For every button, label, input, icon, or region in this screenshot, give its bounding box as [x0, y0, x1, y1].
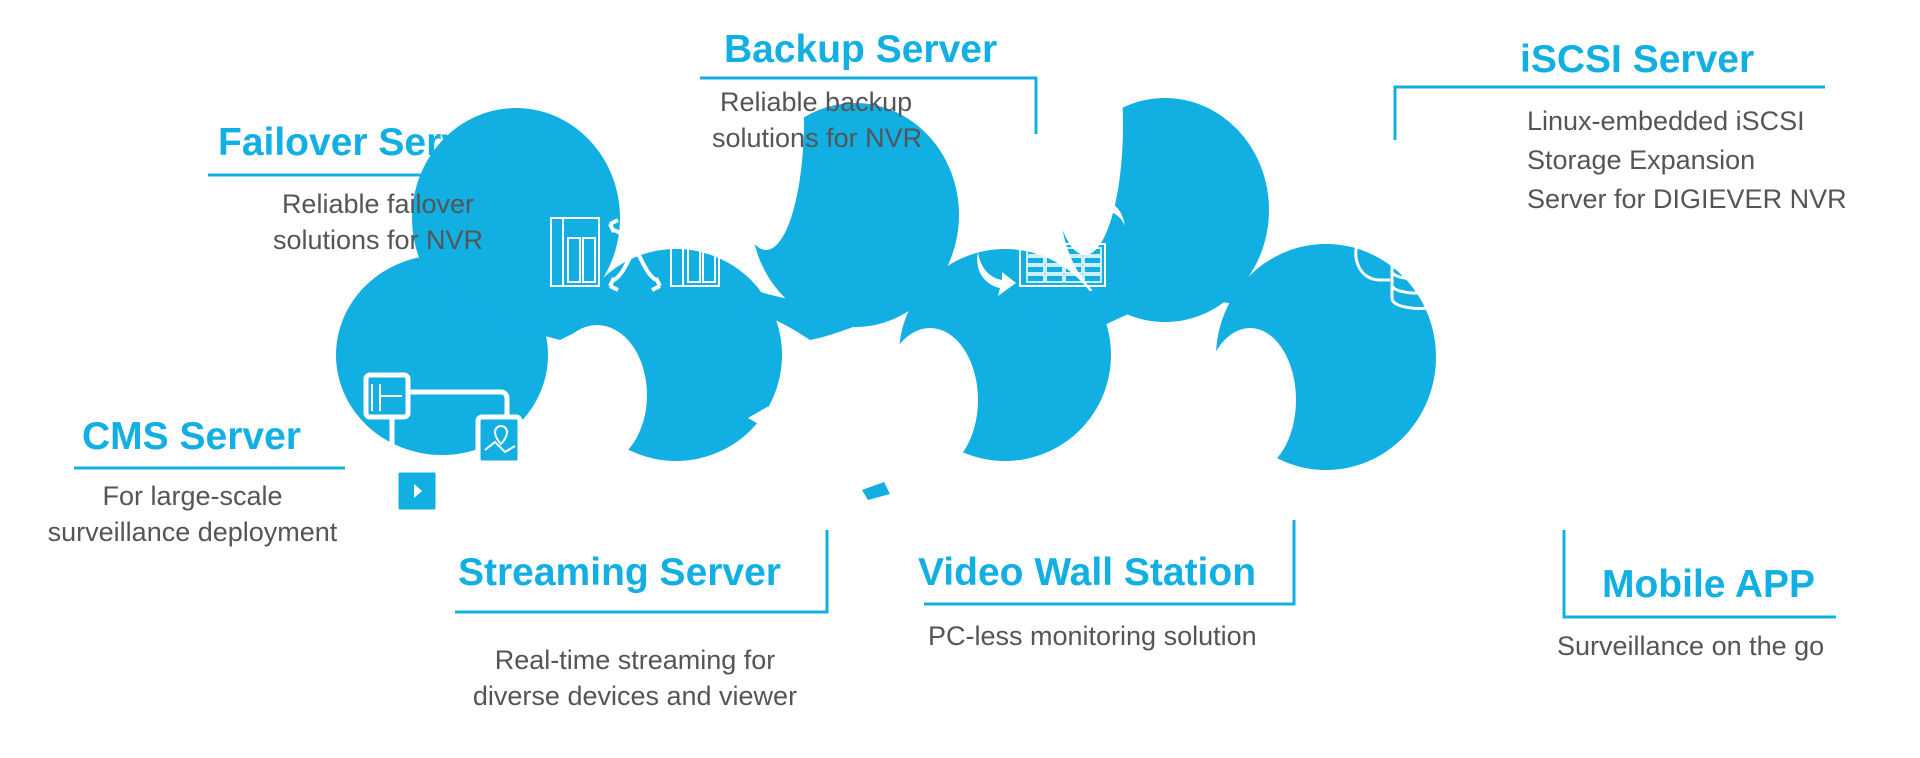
- description-line: For large-scale: [102, 481, 283, 511]
- backup-server-title: Backup Server: [724, 28, 998, 71]
- blob-gaps: [547, 0, 1296, 472]
- iscsi-server-description: Linux-embedded iSCSI Storage Expansion S…: [1527, 102, 1847, 219]
- video-wall-station-description: PC-less monitoring solution: [928, 618, 1257, 654]
- smartphone-icon: [1589, 381, 1661, 500]
- router-status-dots: [786, 459, 834, 466]
- description-line: diverse devices and viewer: [472, 681, 798, 711]
- description-line: PC-less monitoring solution: [928, 621, 1257, 651]
- connector-lines: [74, 76, 1836, 619]
- connector-streaming: [455, 530, 829, 614]
- cloud-database-icon: [1354, 184, 1483, 310]
- backup-server-description: Reliable backup solutions for NVR: [712, 84, 922, 156]
- description-line: Storage Expansion: [1527, 145, 1756, 175]
- mobile-app-description: Surveillance on the go: [1557, 628, 1824, 664]
- description-line: Reliable failover: [281, 189, 475, 219]
- description-line: Reliable backup: [720, 87, 913, 117]
- connector-backup: [700, 76, 1038, 134]
- blob-backup: [751, 103, 959, 327]
- desktop-tower-icon: [1186, 378, 1265, 505]
- failover-server-title: Failover Server: [218, 121, 500, 164]
- description-line: Surveillance on the go: [1557, 631, 1825, 661]
- failover-servers-icon: [550, 217, 720, 292]
- video-wall-station-title: Video Wall Station: [918, 551, 1257, 594]
- connector-videowall: [924, 520, 1296, 606]
- description-line: surveillance deployment: [47, 517, 338, 547]
- blob-neck: [420, 270, 1320, 340]
- description-line: Linux-embedded iSCSI: [1527, 106, 1805, 136]
- backup-arrow-up-icon: [1082, 192, 1125, 226]
- description-line: solutions for NVR: [712, 123, 923, 153]
- mobile-app-title: Mobile APP: [1602, 563, 1816, 606]
- cms-server-description: For large-scale surveillance deployment: [20, 478, 365, 550]
- streaming-server-description: Real-time streaming for diverse devices …: [430, 642, 840, 714]
- backup-rack-icon: [971, 209, 1106, 287]
- failover-server-description: Reliable failover solutions for NVR: [208, 186, 548, 258]
- cms-server-title: CMS Server: [82, 415, 301, 458]
- streaming-server-title: Streaming Server: [458, 551, 781, 594]
- monitor-multi-window-icon: [363, 372, 523, 515]
- connector-iscsi: [1393, 85, 1825, 140]
- streaming-router-icon: [736, 351, 897, 516]
- iscsi-server-title: iSCSI Server: [1520, 38, 1755, 81]
- description-line: solutions for NVR: [272, 225, 484, 255]
- description-line: Server for DIGIEVER NVR: [1527, 184, 1847, 214]
- connector-mobile: [1562, 530, 1836, 619]
- backup-arrow-down-icon: [977, 252, 1016, 296]
- description-line: Real-time streaming for: [494, 645, 776, 675]
